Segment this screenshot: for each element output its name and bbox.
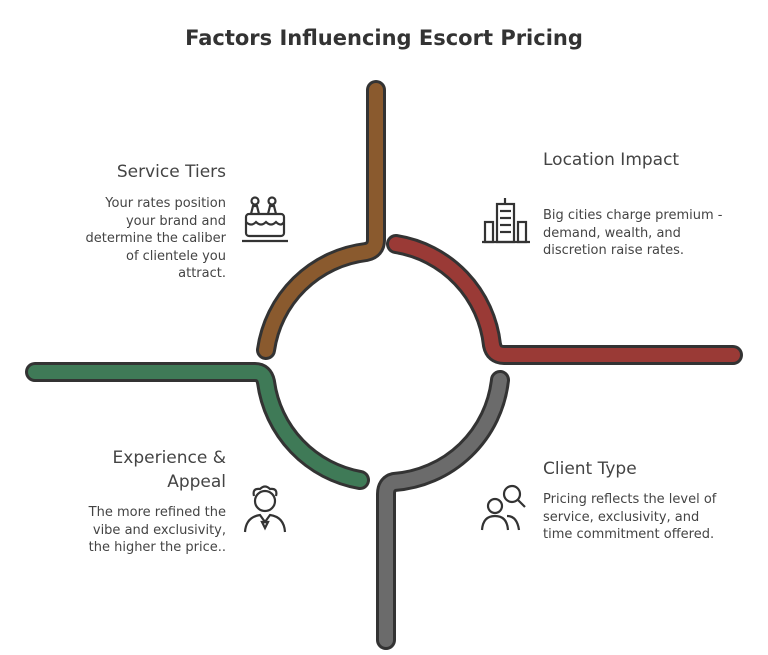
location-impact-description: Big cities charge premium - demand, weal… [543, 208, 723, 258]
service-tiers-description: Your rates position your brand and deter… [85, 196, 226, 281]
experience-appeal-description: The more refined the vibe and exclusivit… [88, 505, 226, 555]
buildings-icon [482, 198, 530, 244]
service-tiers-heading: Service Tiers [116, 162, 226, 182]
client-type-arm [376, 370, 510, 650]
experience-appeal-heading: Experience & Appeal [112, 448, 226, 492]
client-type-heading: Client Type [543, 459, 637, 479]
location-impact-arm [386, 234, 743, 365]
user-search-icon [480, 484, 526, 531]
client-type-description: Pricing reflects the level of service, e… [543, 492, 717, 542]
cake-icon [242, 196, 288, 243]
service-tiers-arm [256, 80, 386, 360]
experience-appeal-arm [25, 362, 370, 490]
person-icon [243, 485, 287, 533]
location-impact-heading: Location Impact [543, 150, 680, 170]
diagram-title: Factors Influencing Escort Pricing [185, 26, 583, 50]
